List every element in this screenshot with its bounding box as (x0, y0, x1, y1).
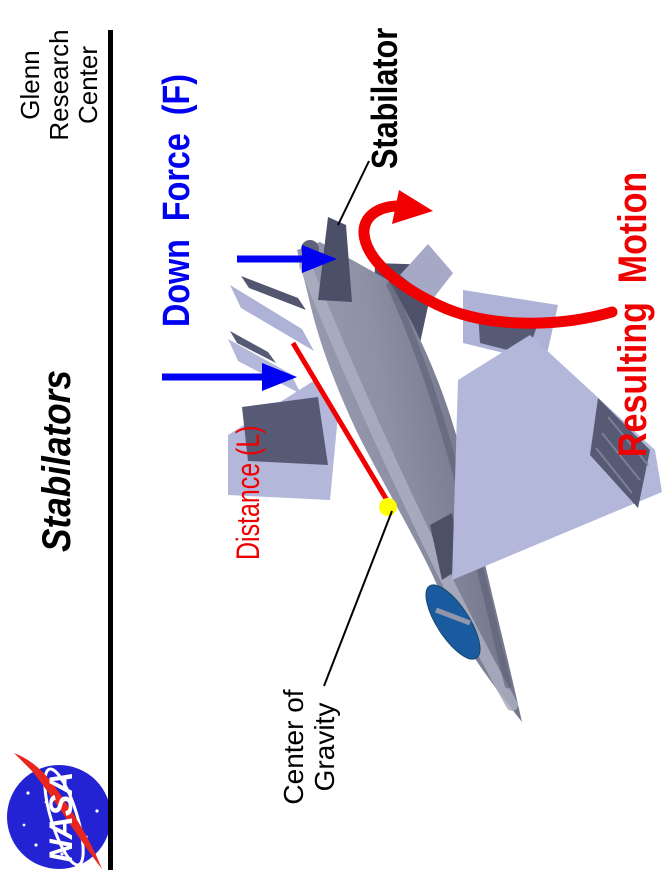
near-wing-hatching (595, 416, 649, 494)
cg-dot (379, 498, 397, 516)
near-fin-facet (400, 244, 453, 300)
resulting-motion-label: Resulting Motion (611, 171, 655, 457)
stabilator-callout-line (337, 160, 370, 226)
canopy (425, 584, 481, 660)
down-force-arrow-left (162, 363, 297, 391)
far-fin (230, 285, 314, 351)
nasa-meatball-logo: NASA (7, 753, 111, 869)
resulting-motion-arrow (358, 190, 618, 329)
stabilator-label: Stabilator (364, 27, 405, 169)
resulting-motion-label-wrap: Resulting Motion (611, 121, 655, 457)
cg-callout-line (323, 510, 393, 687)
distance-label: Distance (L) (230, 425, 266, 560)
aircraft-illustration (228, 217, 662, 722)
far-fin-edge (241, 276, 306, 310)
down-force-label: Down Force (F) (156, 73, 198, 327)
fuselage-highlight (299, 259, 518, 711)
stabilator-label-wrap: Stabilator (364, 3, 405, 169)
distance-line (290, 341, 391, 504)
down-force-label-wrap: Down Force (F) (156, 29, 198, 327)
cg-label-line2: Gravity (309, 702, 340, 792)
logo-orbit-ellipse (43, 767, 85, 867)
down-force-arrow-right (237, 245, 337, 273)
far-stabilator-edge (230, 331, 276, 363)
fuselage (297, 242, 522, 722)
far-wing-panel (242, 397, 328, 465)
cg-label: Center of Gravity (278, 677, 340, 817)
canopy-frame (435, 607, 471, 626)
cg-label-line1: Center of (278, 689, 309, 805)
near-wing (452, 335, 662, 580)
near-wing-panel (590, 398, 650, 508)
distance-label-wrap: Distance (L) (230, 388, 266, 560)
logo-nasa-text: NASA (43, 772, 79, 863)
